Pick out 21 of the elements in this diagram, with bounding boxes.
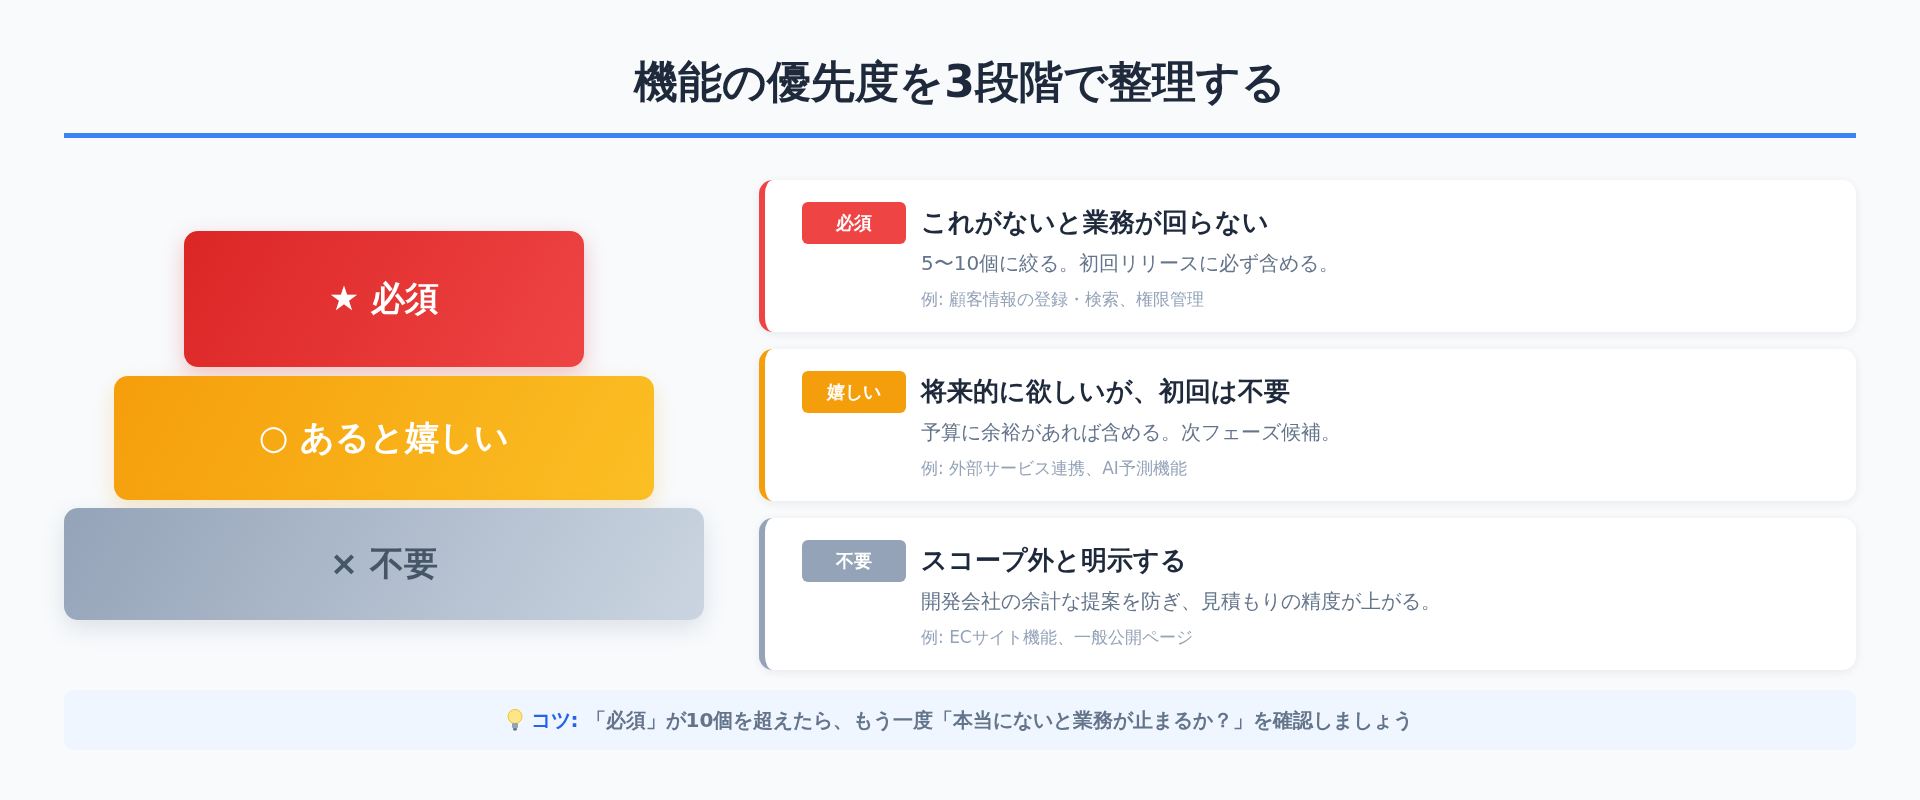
- card-description: 予算に余裕があれば含める。次フェーズ候補。: [921, 419, 1341, 446]
- pyramid-tier: ○ あると嬉しい: [114, 376, 654, 500]
- card-description: 開発会社の余計な提案を防ぎ、見積もりの精度が上がる。: [921, 588, 1441, 615]
- card-heading: これがないと業務が回らない: [921, 206, 1269, 239]
- priority-card: [759, 518, 1856, 670]
- card-heading: 将来的に欲しいが、初回は不要: [921, 375, 1290, 408]
- priority-badge: 嬉しい: [802, 371, 906, 413]
- priority-badge: 必須: [802, 202, 906, 244]
- card-description: 5〜10個に絞る。初回リリースに必ず含める。: [921, 250, 1340, 277]
- example-text: 例: 外部サービス連携、AI予測機能: [921, 457, 1187, 480]
- page-title: 機能の優先度を3段階で整理する: [634, 55, 1286, 109]
- priority-card: [759, 180, 1856, 332]
- pyramid-tier: × 不要: [64, 508, 704, 620]
- example-text: 例: ECサイト機能、一般公開ページ: [921, 626, 1193, 649]
- priority-badge: 不要: [802, 540, 906, 582]
- priority-card: [759, 349, 1856, 501]
- example-text: 例: 顧客情報の登録・検索、権限管理: [921, 288, 1205, 311]
- tip-banner: [64, 690, 1856, 750]
- pyramid-tier: ★ 必須: [184, 231, 584, 367]
- card-heading: スコープ外と明示する: [921, 544, 1187, 577]
- tip-text: コツ: 「必須」が10個を超えたら、もう一度「本当にないと業務が止まるか？」を確認しましょう: [530, 706, 1414, 734]
